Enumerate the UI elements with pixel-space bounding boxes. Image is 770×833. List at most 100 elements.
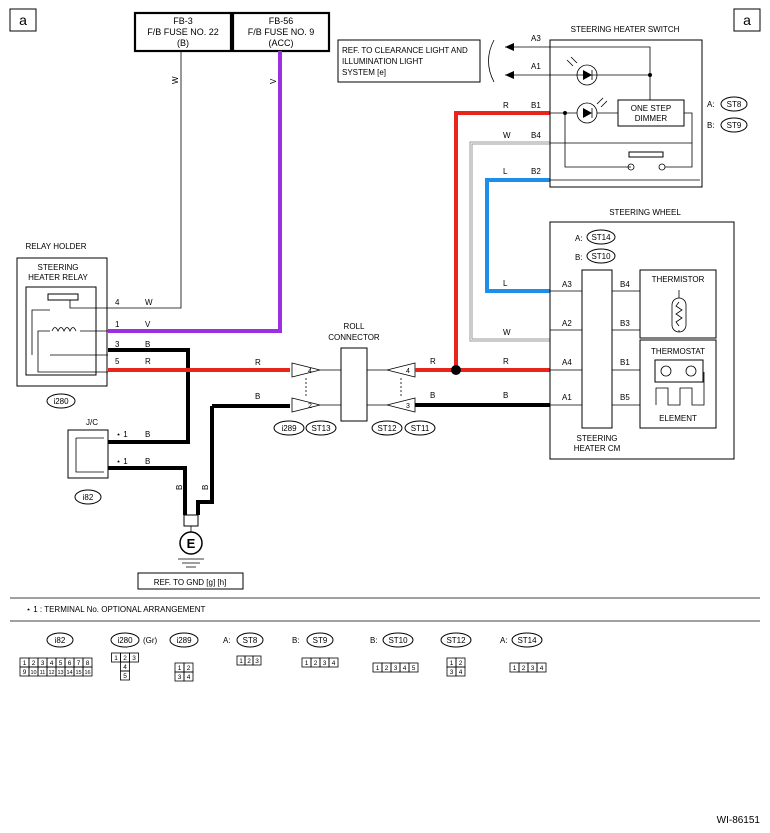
- thermostat-contact-left-icon: [660, 365, 672, 377]
- connector-pin-number: 6: [68, 660, 72, 667]
- legend-st14-prefix: A:: [500, 636, 508, 645]
- connector-pin-number: 1: [114, 655, 118, 662]
- heating-element-icon: [655, 372, 705, 406]
- connector-pin-number: 8: [86, 660, 90, 667]
- switch-title: STEERING HEATER SWITCH: [571, 25, 680, 34]
- connector-pin-number: 4: [123, 664, 127, 671]
- arrow-a3-icon: [505, 43, 514, 51]
- connector-pin-cell: [129, 652, 139, 663]
- roll-connector-badge-2: [305, 420, 337, 436]
- connector-pin-number: 10: [30, 670, 36, 676]
- switch-box: [549, 39, 703, 188]
- connector-pin-cell: [120, 670, 130, 681]
- ground-icon: [178, 558, 204, 568]
- wire-label-top-v: V: [269, 78, 278, 84]
- legend-st8-id: ST8: [243, 636, 258, 645]
- connector-pin-cell: [328, 657, 339, 668]
- corner-box-left: [9, 8, 37, 32]
- indicator-lamp-icon: [576, 64, 598, 86]
- connector-pin-number: 3: [132, 655, 136, 662]
- wheel-conn-a-badge: [586, 229, 616, 245]
- wire-v-fuse9: [108, 51, 282, 333]
- legend-i82: i82: [46, 632, 74, 648]
- roll-connector-id-1: i289: [281, 424, 297, 433]
- dimmer-label-2: DIMMER: [635, 114, 668, 123]
- wheel-pin-b4: B4: [620, 280, 630, 289]
- connector-pin-number: 5: [59, 660, 63, 667]
- connector-pin-number: 14: [66, 670, 72, 676]
- legend-st10-badge: [382, 632, 414, 648]
- fuse-fb3-id: FB-3: [173, 16, 193, 26]
- roll-connector-id-4: ST11: [411, 424, 430, 433]
- thermostat-icon: [654, 359, 704, 383]
- legend-st8: A: ST8: [223, 632, 264, 648]
- legend-st12-badge: [440, 632, 472, 648]
- legend-st9-id: ST9: [313, 636, 328, 645]
- roll-right-pin-b: 3: [406, 403, 410, 410]
- connector-pin-cell: [82, 666, 93, 677]
- connector-pin-number: 2: [32, 660, 36, 667]
- connector-pin-number: 2: [123, 655, 127, 662]
- fuse-fb56-name: F/B FUSE NO. 9: [248, 27, 315, 37]
- indicator-diode-icon: [583, 70, 592, 80]
- jc-row1-color: B: [145, 430, 150, 439]
- connector-pin-number: 1: [450, 660, 454, 667]
- connector-pin-number: 4: [332, 660, 336, 667]
- thermistor-zigzag-icon: [675, 290, 683, 332]
- connector-pin-number: 2: [459, 660, 463, 667]
- connector-pin-number: 3: [323, 660, 327, 667]
- wire-label-b-right: B: [430, 391, 435, 400]
- fuse-fb3-note: (B): [177, 38, 189, 48]
- wire-label-top-w: W: [171, 76, 180, 84]
- switch-conn-b-prefix: B:: [707, 121, 715, 130]
- legend-i280-suffix: (Gr): [143, 636, 158, 645]
- switch-push-button: [628, 151, 664, 158]
- roll-connector-body: [340, 347, 368, 422]
- connector-pin-number: 4: [50, 660, 54, 667]
- relay-pin-3-color: B: [145, 340, 150, 349]
- legend-i289-id: i289: [176, 636, 192, 645]
- switch-conn-a-badge: [720, 96, 748, 112]
- wheel-title: STEERING WHEEL: [609, 208, 681, 217]
- roll-connector-id-3: ST12: [377, 424, 397, 433]
- wheel-conn-b-id: ST10: [591, 252, 611, 261]
- roll-left-pin-4-icon: [291, 362, 341, 378]
- connector-pin-number: 15: [75, 670, 81, 676]
- relay-name-2: HEATER RELAY: [28, 273, 88, 282]
- legend-st12: ST12: [440, 632, 472, 648]
- roll-left-pin-b: 2: [308, 403, 312, 410]
- ref-light-line-3: SYSTEM [e]: [342, 68, 386, 77]
- roll-connector-badge-4: [404, 420, 436, 436]
- switch-node-b: [563, 111, 567, 115]
- switch-conn-a-prefix: A:: [707, 100, 715, 109]
- element-label: ELEMENT: [659, 414, 697, 423]
- switch-pin-b2: B2: [531, 167, 541, 176]
- relay-pin-3: 3: [115, 340, 120, 349]
- legend-st10-prefix: B:: [370, 636, 378, 645]
- legend-st14-id: ST14: [517, 636, 537, 645]
- connector-pin-number: 5: [412, 665, 416, 672]
- connector-pin-number: 2: [187, 665, 191, 672]
- legend-st9: B: ST9: [292, 632, 334, 648]
- arrow-a1-icon: [505, 71, 514, 79]
- connector-pin-number: 12: [48, 670, 54, 676]
- switch-contact-right: [658, 163, 666, 171]
- roll-connector-badge-3: [371, 420, 403, 436]
- connector-pin-number: 1: [376, 665, 380, 672]
- wire-label-b2: L: [503, 167, 508, 176]
- jc-row2-mark: ⋆ 1: [116, 457, 128, 466]
- connector-pin-number: 11: [40, 670, 46, 676]
- connector-pin-cell: [408, 662, 419, 673]
- connector-pin-cell: [455, 666, 466, 677]
- connector-pin-cell: [183, 671, 194, 682]
- corner-label-left: a: [19, 12, 27, 28]
- connector-pin-number: 4: [403, 665, 407, 672]
- legend-i82-id: i82: [55, 636, 66, 645]
- jc-internal: [75, 437, 104, 473]
- connector-pin-number: 3: [531, 665, 535, 672]
- connector-pin-number: 1: [178, 665, 182, 672]
- figure-id: WI-86151: [717, 815, 761, 826]
